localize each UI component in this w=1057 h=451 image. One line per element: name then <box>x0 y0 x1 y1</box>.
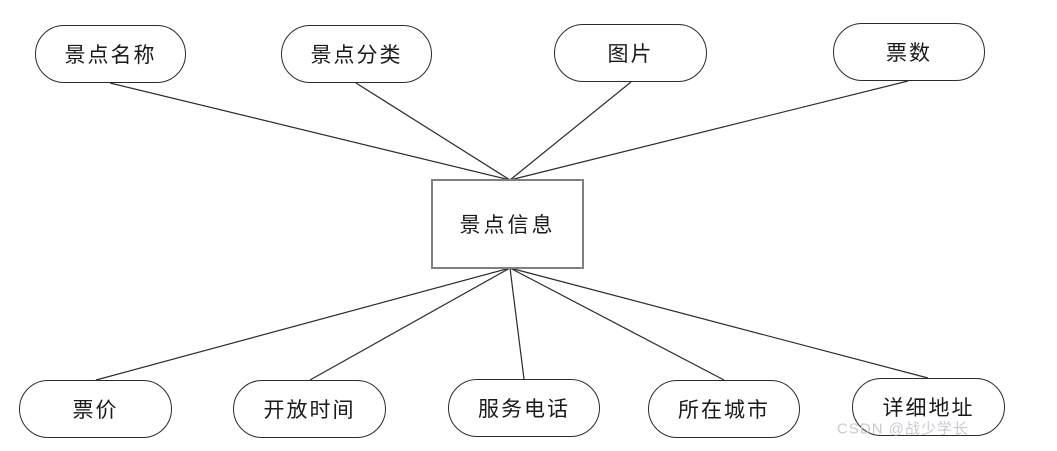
edge-bottom-1 <box>309 267 511 381</box>
attribute-node-ticket-price[interactable]: 票价 <box>19 380 172 438</box>
entity-node-scenic-info[interactable]: 景点信息 <box>431 179 584 269</box>
attribute-label: 票价 <box>72 398 119 422</box>
edge-bottom-2 <box>509 267 525 380</box>
attribute-label: 景点名称 <box>64 43 157 67</box>
attribute-node-detailed-address[interactable]: 详细地址 <box>852 378 1005 436</box>
attribute-node-scenic-name[interactable]: 景点名称 <box>35 25 186 83</box>
attribute-label: 票数 <box>886 41 932 65</box>
attribute-node-opening-hours[interactable]: 开放时间 <box>233 380 386 438</box>
edge-top-0 <box>109 82 511 181</box>
edge-top-3 <box>509 80 909 181</box>
attribute-label: 所在城市 <box>678 398 770 422</box>
attribute-node-picture[interactable]: 图片 <box>554 24 707 82</box>
entity-label: 景点信息 <box>459 213 556 237</box>
attribute-node-ticket-count[interactable]: 票数 <box>833 23 985 81</box>
attribute-label: 服务电话 <box>478 397 570 421</box>
attribute-node-service-phone[interactable]: 服务电话 <box>448 379 600 437</box>
attribute-label: 开放时间 <box>263 398 356 422</box>
attribute-label: 详细地址 <box>882 396 975 420</box>
edge-bottom-3 <box>509 267 725 381</box>
edge-bottom-0 <box>95 267 511 381</box>
edge-bottom-4 <box>509 267 929 379</box>
attribute-label: 图片 <box>607 42 654 66</box>
attribute-node-city[interactable]: 所在城市 <box>648 380 800 438</box>
edge-top-1 <box>355 82 511 181</box>
edge-top-2 <box>509 81 632 181</box>
attribute-node-scenic-category[interactable]: 景点分类 <box>281 25 432 83</box>
attribute-label: 景点分类 <box>310 43 403 67</box>
